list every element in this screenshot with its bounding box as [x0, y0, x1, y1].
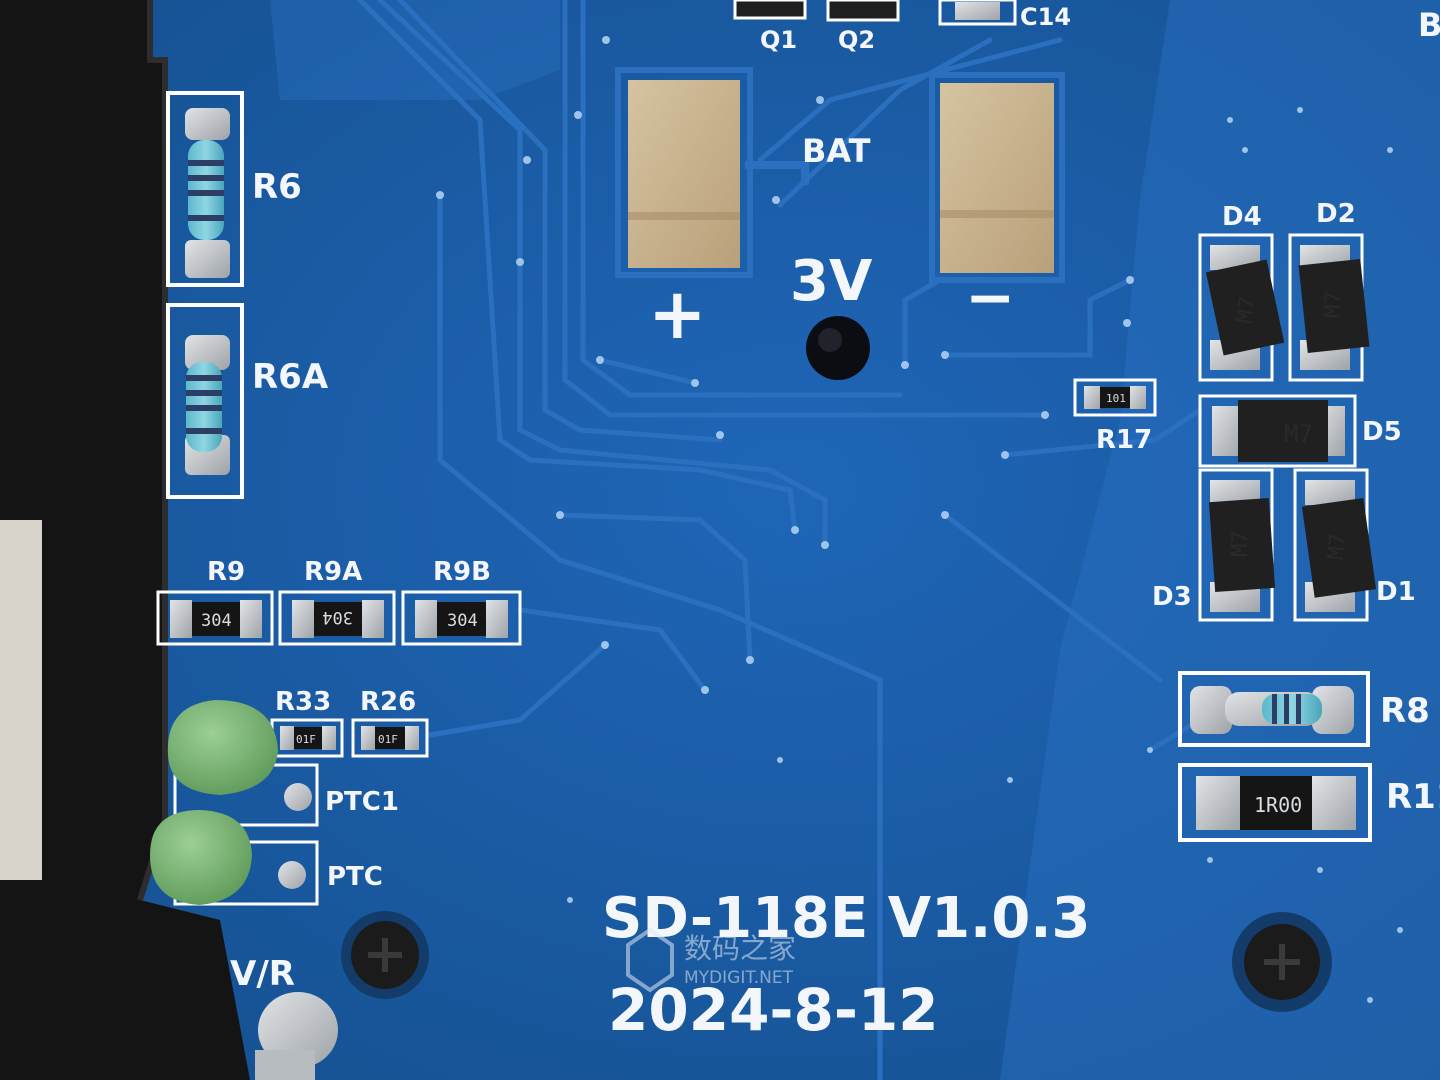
voltage-label: 3V: [790, 249, 873, 314]
ptc-label: PTC: [327, 862, 383, 892]
r26-resistor: R26 01F: [351, 687, 429, 758]
d1-label: D1: [1376, 577, 1416, 607]
r17-marking: 101: [1106, 392, 1126, 405]
b-edge-label: B: [1418, 6, 1440, 44]
d5-diode: M7 D5: [1198, 394, 1402, 468]
enclosure-left: [0, 0, 250, 1080]
ptc1-thermistor: PTC1: [167, 700, 399, 827]
r17-resistor: 101 R17: [1073, 378, 1157, 455]
d4-marking: M7: [1232, 295, 1261, 325]
d3-marking: M7: [1228, 530, 1254, 557]
r11-marking: 1R00: [1254, 793, 1302, 817]
watermark: 数码之家 MYDIGIT.NET: [626, 927, 796, 993]
r6a-resistor: R6A: [166, 303, 329, 499]
watermark-name: 数码之家: [684, 932, 796, 965]
battery-positive-pad: [628, 80, 740, 268]
vias: [436, 36, 1403, 1003]
d2-diode: D2 M7: [1288, 199, 1370, 382]
q2-transistor: Q2: [826, 0, 900, 54]
r9-resistor: R9 304: [156, 557, 274, 646]
q1-transistor: Q1: [733, 0, 807, 54]
d5-label: D5: [1362, 417, 1402, 447]
battery-pads: BAT 3V + −: [615, 67, 1065, 380]
minus-sign: −: [965, 263, 1015, 333]
ground-pour-lighter-top: [270, 0, 560, 100]
r6-label: R6: [252, 167, 302, 207]
d2-label: D2: [1316, 199, 1356, 229]
r33-marking: 01F: [296, 733, 316, 746]
r11-resistor: 1R00 R11: [1178, 763, 1440, 842]
date-label: 2024-8-12: [608, 976, 939, 1044]
d1-marking: M7: [1324, 532, 1352, 561]
d1-diode: M7 D1: [1293, 468, 1416, 622]
d4-label: D4: [1222, 202, 1262, 232]
q2-label: Q2: [838, 26, 875, 54]
r17-label: R17: [1096, 425, 1152, 455]
r9-label: R9: [207, 557, 245, 587]
r9b-label: R9B: [433, 557, 491, 587]
d2-marking: M7: [1320, 291, 1347, 319]
r11-label: R11: [1386, 777, 1440, 817]
d4-diode: D4 M7: [1198, 202, 1285, 382]
screw-left: [341, 911, 429, 999]
screw-right: [1232, 912, 1332, 1012]
vr-solder-joint: [255, 992, 338, 1080]
r6-resistor: R6: [166, 91, 302, 287]
d5-marking: M7: [1284, 420, 1313, 448]
r33-label: R33: [275, 687, 331, 717]
r9a-resistor: R9A 304: [278, 557, 396, 646]
q1-label: Q1: [760, 26, 797, 54]
ptc-thermistor: PTC: [150, 810, 383, 906]
bat-label: BAT: [802, 132, 871, 170]
r26-marking: 01F: [378, 733, 398, 746]
r9a-label: R9A: [304, 557, 362, 587]
model-label: SD-118E V1.0.3: [602, 886, 1091, 951]
d3-label: D3: [1152, 582, 1192, 612]
watermark-site: MYDIGIT.NET: [684, 968, 794, 988]
plus-sign: +: [648, 273, 707, 355]
r8-resistor: R8: [1178, 671, 1430, 747]
ptc1-label: PTC1: [325, 787, 399, 817]
paper-background: [0, 520, 42, 880]
r9a-marking: 304: [322, 607, 353, 627]
battery-negative-pad: [940, 83, 1054, 273]
copper-traces: [357, 0, 1233, 1080]
vr-label: V/R: [230, 954, 295, 994]
r26-label: R26: [360, 687, 416, 717]
c14-capacitor: C14: [938, 0, 1071, 31]
r8-label: R8: [1380, 691, 1430, 731]
r6a-label: R6A: [252, 357, 329, 397]
c14-label: C14: [1020, 3, 1071, 31]
r9b-resistor: R9B 304: [401, 557, 522, 646]
r9b-marking: 304: [447, 611, 478, 631]
watermark-logo-icon: [626, 927, 674, 993]
d3-diode: M7 D3: [1152, 468, 1276, 622]
r9-marking: 304: [201, 611, 232, 631]
